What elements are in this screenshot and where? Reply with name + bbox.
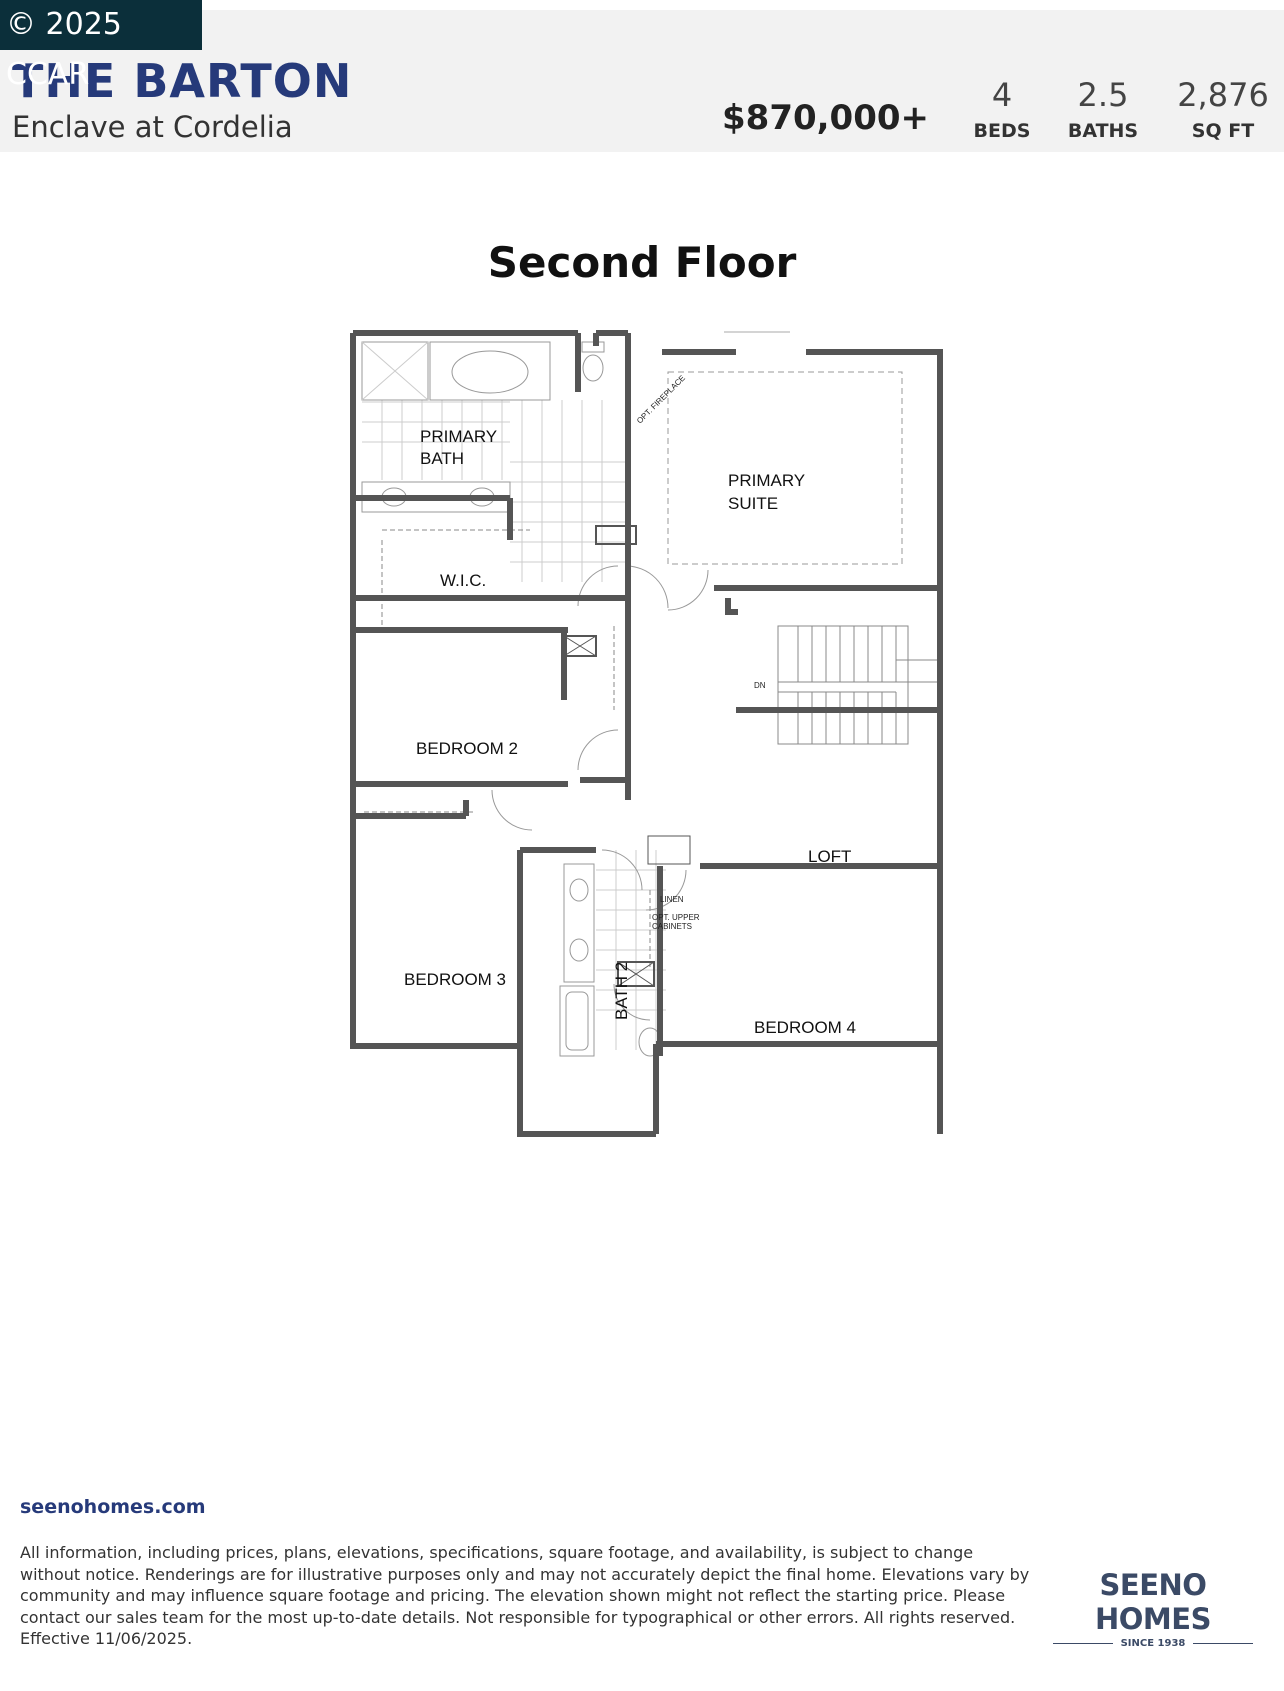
down-note: DN xyxy=(754,681,766,690)
disclaimer-text: All information, including prices, plans… xyxy=(20,1543,1030,1649)
logo-brand: SEENO HOMES xyxy=(1095,1568,1211,1636)
sqft-value: 2,876 xyxy=(1177,76,1269,114)
plan-notes: OPT. FIREPLACE DN LINEN OPT. UPPER CABIN… xyxy=(635,373,766,931)
logo-rule-right xyxy=(1193,1643,1254,1644)
baths-label: BATHS xyxy=(1067,120,1139,142)
community-name: Enclave at Cordelia xyxy=(12,110,293,144)
bath2-tile xyxy=(596,850,666,1050)
primary-bath-label-2: BATH xyxy=(420,449,464,468)
bedroom2-label: BEDROOM 2 xyxy=(416,739,518,758)
beds-stat: 4 BEDS xyxy=(947,76,1057,142)
baths-stat: 2.5 BATHS xyxy=(1048,76,1158,142)
logo-rule-left xyxy=(1052,1643,1113,1644)
bath2-label: BATH 2 xyxy=(612,962,631,1020)
fireplace-note: OPT. FIREPLACE xyxy=(635,373,687,425)
floor-title: Second Floor xyxy=(487,238,797,287)
seeno-homes-logo: SEENO HOMES SINCE 1938 xyxy=(1046,1568,1260,1649)
baths-value: 2.5 xyxy=(1077,76,1129,114)
primary-suite-label-2: SUITE xyxy=(728,494,778,513)
primary-suite-label: PRIMARY xyxy=(728,471,805,490)
bedroom4-label: BEDROOM 4 xyxy=(754,1018,856,1037)
primary-bath-label: PRIMARY xyxy=(420,427,497,446)
staircase xyxy=(777,625,940,745)
loft-label: LOFT xyxy=(808,847,851,866)
wic-label: W.I.C. xyxy=(440,571,486,590)
door-swings xyxy=(491,565,709,1021)
linen-note: LINEN xyxy=(660,895,684,904)
sqft-stat: 2,876 SQ FT xyxy=(1168,76,1278,142)
listing-header: THE BARTON Enclave at Cordelia $870,000+… xyxy=(0,10,1284,152)
floor-plan: PRIMARY BATH PRIMARY SUITE W.I.C. BEDROO… xyxy=(350,330,943,1137)
sqft-label: SQ FT xyxy=(1191,120,1255,142)
chase-crosses xyxy=(563,635,655,987)
walls xyxy=(350,330,943,1137)
logo-since: SINCE 1938 xyxy=(1046,1638,1260,1649)
logo-since-text: SINCE 1938 xyxy=(1120,1638,1186,1649)
website-link[interactable]: seenohomes.com xyxy=(20,1496,206,1518)
cabinets-note-2: CABINETS xyxy=(652,922,692,931)
beds-label: BEDS xyxy=(973,120,1031,142)
bedroom3-label: BEDROOM 3 xyxy=(404,970,506,989)
room-labels: PRIMARY BATH PRIMARY SUITE W.I.C. BEDROO… xyxy=(404,427,856,1037)
beds-value: 4 xyxy=(991,76,1013,114)
price: $870,000+ xyxy=(722,98,930,138)
primary-bath-tile xyxy=(362,400,628,582)
plan-name: THE BARTON xyxy=(12,54,353,108)
copyright-badge: © 2025 CCAR xyxy=(0,0,202,92)
cabinets-note: OPT. UPPER xyxy=(652,913,700,922)
